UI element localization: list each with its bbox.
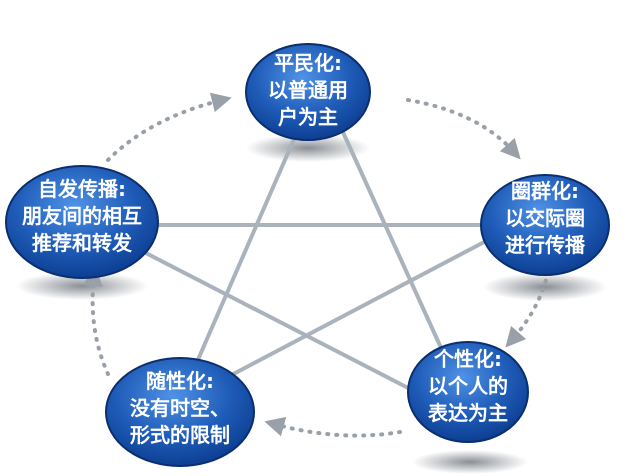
star-lines [138,128,490,392]
node-left-line1: 自发传播: [38,177,126,201]
node-left-bubble [5,165,159,279]
node-left-line3: 推荐和转发 [32,231,133,255]
node-bottom-left-bubble [105,357,255,467]
shadow-bottom-right [412,450,528,474]
node-bottom-left-line3: 形式的限制 [130,423,230,447]
node-top: 平民化: 以普通用 户为主 [245,43,371,141]
node-bottom-right-line3: 表达为主 [428,401,508,425]
node-right-line1: 圈群化: [511,179,579,203]
node-bottom-right-bubble [407,341,529,443]
node-right: 圈群化: 以交际圈 进行传播 [480,174,610,276]
node-bottom-left-line2: 没有时空、 [130,396,230,420]
node-shadows [16,134,607,474]
star-line-top-bottomleft [188,128,300,380]
node-right-line3: 进行传播 [505,233,586,257]
cycle-arrows [82,92,550,438]
node-top-bubble [245,43,371,141]
node-bottom-right-line1: 个性化: [433,347,502,371]
arrow-right-to-bottomright [505,270,550,348]
shadow-top [246,134,370,162]
node-bottom-left: 随性化: 没有时空、 形式的限制 [105,357,255,467]
node-right-line2: 以交际圈 [505,206,585,230]
node-bottom-left-line1: 随性化: [146,369,214,393]
arrow-bottomleft-to-left [82,266,110,376]
arrow-left-to-top [106,92,232,162]
node-bottom-right: 个性化: 以个人的 表达为主 [407,341,529,443]
shadow-right [483,273,607,301]
node-right-bubble [480,174,610,276]
node-bottom-right-line2: 以个人的 [428,374,508,398]
node-top-line3: 户为主 [278,105,338,129]
node-top-line2: 以普通用 [268,78,348,102]
shadow-left [16,272,148,300]
star-line-left-bottomright [138,248,414,392]
node-left-line2: 朋友间的相互 [22,204,142,228]
arrow-bottomright-to-bottomleft [264,416,402,438]
node-left: 自发传播: 朋友间的相互 推荐和转发 [5,165,159,279]
node-top-line1: 平民化: [274,51,342,75]
star-line-right-bottomleft [220,238,490,382]
star-line-top-bottomright [340,128,444,352]
arrow-top-to-right [406,98,521,160]
